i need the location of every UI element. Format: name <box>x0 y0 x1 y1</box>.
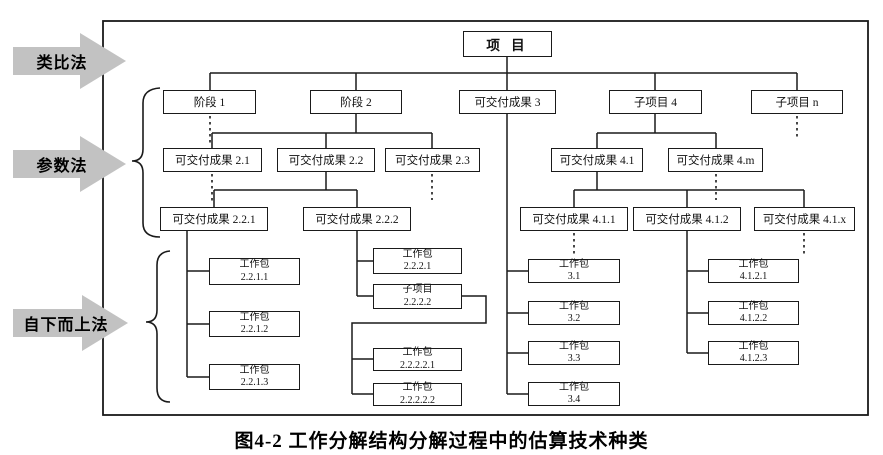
method-label-analogy: 类比法 <box>36 55 88 72</box>
workpackage-code: 2.2.1.1 <box>240 271 269 283</box>
node-workpackage-2-2-1-3: 工作包 2.2.1.3 <box>209 364 300 390</box>
workpackage-code: 3.1 <box>567 271 581 282</box>
node-subproject-4: 子项目 4 <box>609 90 702 114</box>
workpackage-type: 工作包 <box>559 258 589 270</box>
bottom-up-brace <box>145 250 171 403</box>
node-deliverable-2-2-2: 可交付成果 2.2.2 <box>303 207 411 231</box>
node-deliverable-3: 可交付成果 3 <box>459 90 556 114</box>
workpackage-type: 子项目 <box>402 284 433 295</box>
workpackage-code: 4.1.2.1 <box>739 271 768 282</box>
node-deliverable-2-2-1: 可交付成果 2.2.1 <box>160 207 268 231</box>
parametric-arrow-icon <box>13 136 126 192</box>
workpackage-type: 工作包 <box>402 248 433 260</box>
node-workpackage-4-1-2-2: 工作包 4.1.2.2 <box>708 301 799 325</box>
figure-caption: 图4-2 工作分解结构分解过程中的估算技术种类 <box>234 431 649 452</box>
parametric-brace <box>131 87 161 238</box>
bottom-up-arrow-icon <box>13 295 128 351</box>
method-label-bottom-up: 自下而上法 <box>23 317 109 334</box>
method-label-parametric: 参数法 <box>36 158 88 175</box>
node-deliverable-4-1-x: 可交付成果 4.1.x <box>754 207 855 231</box>
analogy-arrow-icon <box>13 33 126 89</box>
workpackage-type: 工作包 <box>402 347 433 358</box>
workpackage-type: 工作包 <box>559 340 589 352</box>
node-project: 项 目 <box>463 31 552 57</box>
node-workpackage-2-2-1-1: 工作包 2.2.1.1 <box>209 258 300 285</box>
node-deliverable-2-3: 可交付成果 2.3 <box>385 148 480 172</box>
node-workpackage-3-3: 工作包 3.3 <box>528 341 620 365</box>
node-deliverable-4-1-2: 可交付成果 4.1.2 <box>633 207 741 231</box>
workpackage-type: 工作包 <box>559 300 589 312</box>
node-workpackage-2-2-2-1: 工作包 2.2.2.1 <box>373 248 462 274</box>
node-phase-2: 阶段 2 <box>310 90 402 114</box>
node-workpackage-2-2-1-2: 工作包 2.2.1.2 <box>209 311 300 337</box>
workpackage-code: 2.2.2.2.1 <box>400 359 435 371</box>
workpackage-type: 工作包 <box>239 364 270 376</box>
node-workpackage-3-2: 工作包 3.2 <box>528 301 620 325</box>
node-workpackage-3-4: 工作包 3.4 <box>528 382 620 406</box>
tree-connectors <box>186 55 805 395</box>
workpackage-code: 2.2.2.1 <box>403 261 432 272</box>
workpackage-type: 工作包 <box>559 381 589 393</box>
workpackage-code: 3.3 <box>567 353 581 364</box>
workpackage-code: 2.2.2.2.2 <box>400 394 435 406</box>
workpackage-type: 工作包 <box>402 382 433 393</box>
node-subproject-n: 子项目 n <box>751 90 843 114</box>
node-workpackage-4-1-2-1: 工作包 4.1.2.1 <box>708 259 799 283</box>
workpackage-type: 工作包 <box>738 258 769 270</box>
node-deliverable-2-1: 可交付成果 2.1 <box>163 148 262 172</box>
workpackage-code: 3.2 <box>567 313 581 324</box>
workpackage-code: 4.1.2.2 <box>739 313 768 324</box>
workpackage-code: 2.2.1.2 <box>240 324 269 335</box>
node-workpackage-2-2-2-2-1: 工作包 2.2.2.2.1 <box>373 347 462 371</box>
workpackage-code: 3.4 <box>567 394 581 405</box>
continuation-dotted-lines <box>209 116 805 257</box>
workpackage-type: 工作包 <box>738 340 769 352</box>
node-deliverable-4-m: 可交付成果 4.m <box>668 148 763 172</box>
diagram-border <box>102 20 869 416</box>
node-workpackage-2-2-2-2-2: 工作包 2.2.2.2.2 <box>373 382 462 406</box>
workpackage-code: 4.1.2.3 <box>739 353 768 364</box>
workpackage-code: 2.2.1.3 <box>240 377 269 388</box>
node-deliverable-2-2: 可交付成果 2.2 <box>277 148 375 172</box>
node-workpackage-3-1: 工作包 3.1 <box>528 259 620 283</box>
workpackage-type: 工作包 <box>738 300 769 312</box>
workpackage-type: 工作包 <box>239 259 270 270</box>
node-deliverable-4-1-1: 可交付成果 4.1.1 <box>520 207 628 231</box>
workpackage-type: 工作包 <box>239 311 270 323</box>
node-deliverable-4-1: 可交付成果 4.1 <box>551 148 643 172</box>
node-phase-1: 阶段 1 <box>163 90 256 114</box>
node-workpackage-4-1-2-3: 工作包 4.1.2.3 <box>708 341 799 365</box>
workpackage-code: 2.2.2.2 <box>403 296 432 308</box>
node-subproject-2-2-2-2: 子项目 2.2.2.2 <box>373 284 462 309</box>
